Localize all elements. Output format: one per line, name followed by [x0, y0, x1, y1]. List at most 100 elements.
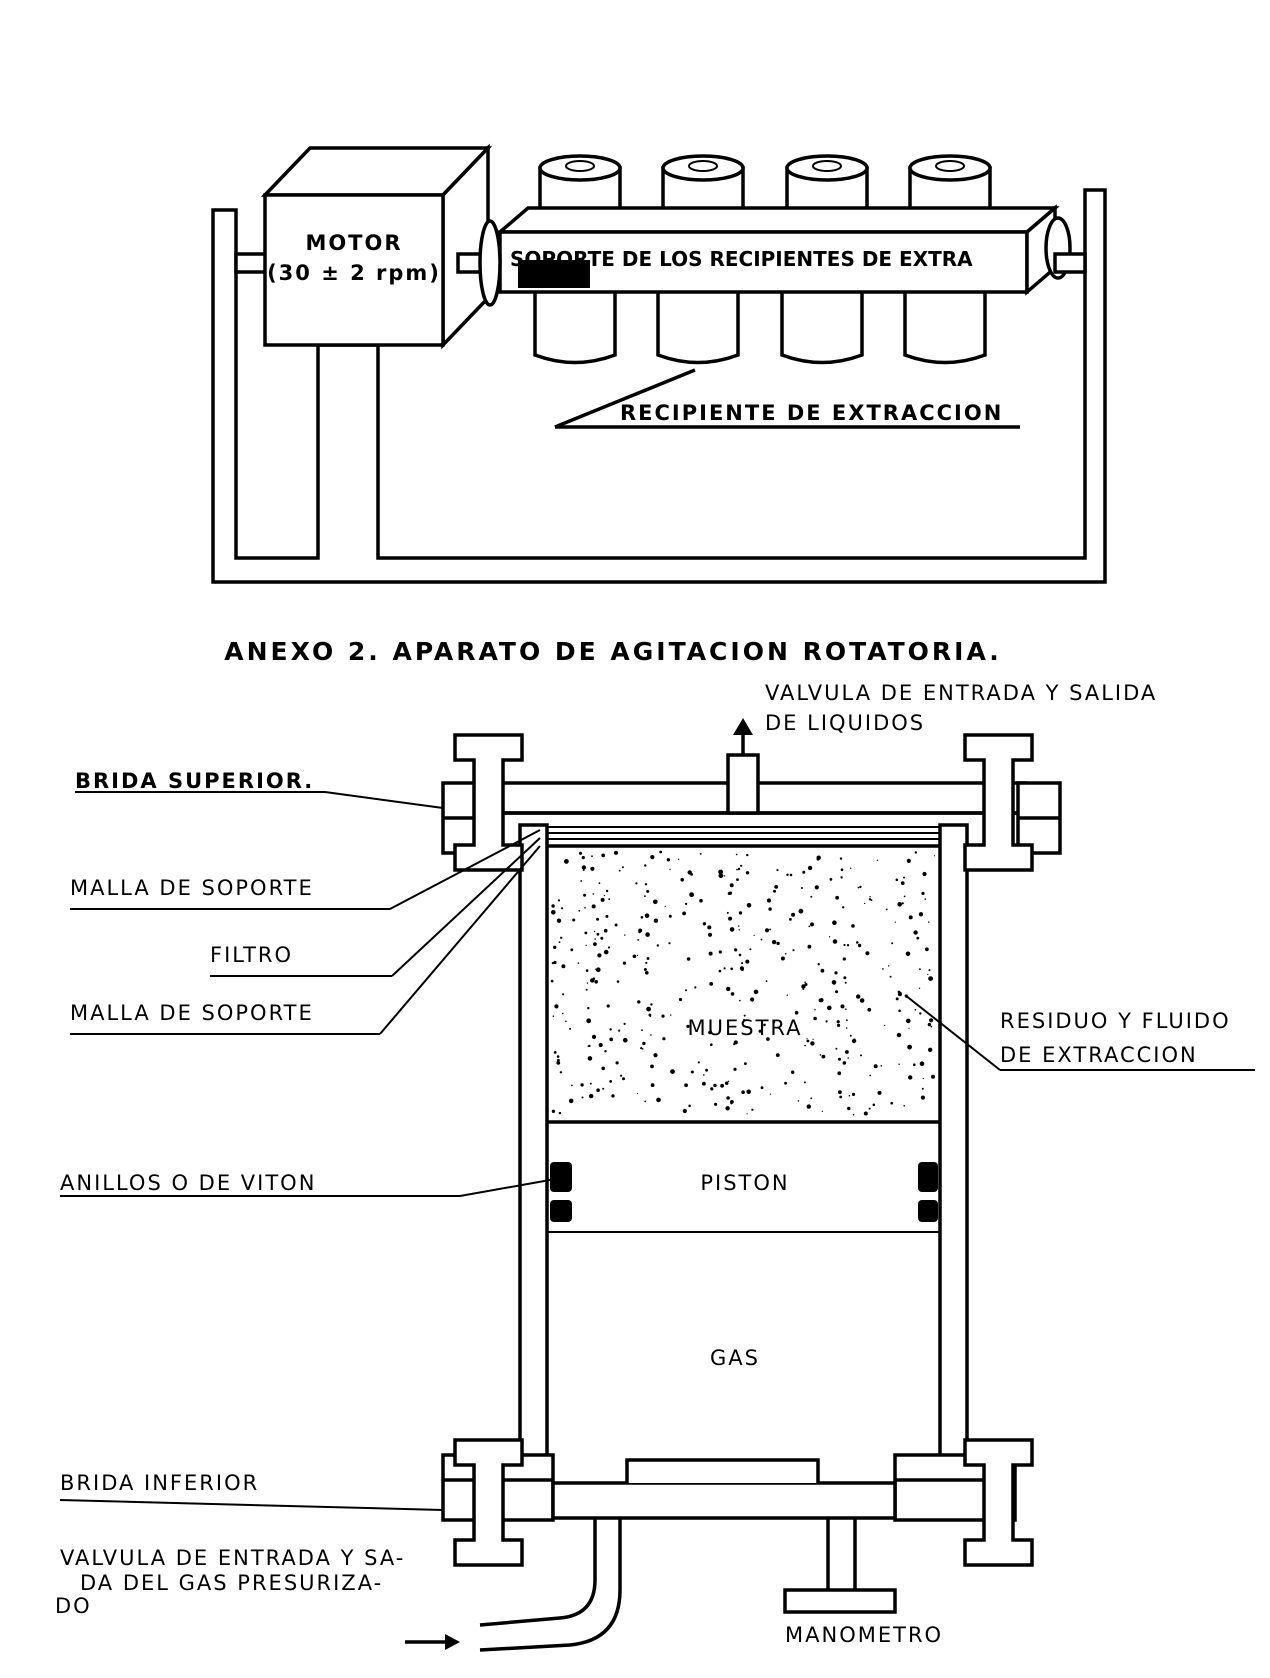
sample-speckle [919, 968, 921, 971]
sample-speckle [638, 930, 641, 934]
sample-speckle [869, 1074, 872, 1077]
sample-speckle [753, 989, 759, 995]
sample-speckle [642, 1041, 646, 1046]
sample-speckle [836, 1020, 840, 1024]
sample-speckle [887, 965, 890, 967]
sample-region: MUESTRA [547, 848, 940, 1124]
sample-speckle [734, 948, 738, 952]
sample-speckle [684, 902, 688, 906]
sample-speckle [554, 1004, 559, 1009]
sample-speckle [870, 899, 873, 901]
sample-speckle [664, 905, 666, 908]
sample-speckle [738, 925, 740, 927]
sample-speckle [640, 1047, 643, 1050]
sample-speckle [738, 911, 743, 915]
residuo-label-2: DE EXTRACCION [1000, 1043, 1198, 1067]
sample-speckle [745, 871, 750, 875]
sample-speckle [594, 980, 598, 984]
sample-speckle [857, 886, 860, 889]
top-valve-label-2: DE LIQUIDOS [765, 711, 925, 735]
sample-speckle [908, 915, 913, 920]
sample-speckle [728, 891, 732, 895]
sample-speckle [591, 855, 593, 858]
motor-rpm: (30 ± 2 rpm) [267, 261, 441, 285]
sample-speckle [564, 859, 569, 864]
sample-speckle [725, 1081, 729, 1085]
sample-speckle [839, 857, 843, 860]
sample-speckle [930, 1025, 933, 1028]
manometer-pipe [826, 1518, 857, 1590]
sample-speckle [814, 885, 819, 890]
left-bearing [478, 219, 502, 307]
sample-speckle [623, 1022, 626, 1025]
sample-speckle [668, 914, 672, 918]
sample-speckle [637, 1000, 641, 1004]
o-ring-left-top [550, 1162, 572, 1192]
sample-speckle [903, 876, 905, 879]
sample-speckle [846, 1019, 848, 1022]
label-dark-patch [518, 260, 590, 288]
sample-speckle [560, 936, 563, 939]
sample-speckle [842, 906, 845, 909]
sample-speckle [774, 885, 779, 889]
sample-speckle [586, 982, 589, 984]
sample-speckle [596, 1088, 600, 1092]
sample-speckle [645, 932, 650, 937]
sample-speckle [702, 922, 707, 926]
sample-speckle [551, 904, 555, 908]
sample-speckle [929, 1018, 934, 1023]
sample-speckle [838, 1057, 841, 1061]
sample-speckle [806, 1038, 808, 1040]
sample-speckle [931, 1074, 935, 1079]
sample-speckle [843, 943, 846, 947]
sample-speckle [743, 1014, 746, 1017]
sample-speckle [746, 903, 752, 908]
sample-speckle [718, 969, 722, 973]
sample-speckle [849, 1034, 852, 1037]
sample-speckle [592, 893, 595, 895]
sample-speckle [810, 895, 813, 898]
sample-speckle [644, 895, 646, 897]
sample-speckle [591, 1034, 597, 1039]
sample-speckle [798, 908, 804, 914]
sample-speckle [863, 1111, 868, 1116]
manometer-base [783, 1588, 897, 1614]
sample-speckle [873, 1064, 878, 1069]
sample-speckle [686, 957, 691, 961]
sample-speckle [807, 865, 813, 871]
sample-speckle [736, 878, 739, 881]
sample-speckle [804, 1044, 806, 1047]
sample-speckle [552, 1015, 555, 1017]
sample-speckle [919, 1012, 922, 1015]
sample-speckle [708, 951, 713, 956]
sample-speckle [746, 1089, 751, 1095]
sample-speckle [685, 989, 687, 992]
sample-speckle [666, 858, 671, 862]
top-valve-label-1: VALVULA DE ENTRADA Y SALIDA [765, 681, 1157, 705]
sample-speckle [791, 912, 796, 917]
sample-speckle [749, 948, 752, 951]
sample-speckle [789, 918, 792, 921]
sample-speckle [670, 1069, 675, 1074]
left-wall [518, 823, 549, 1467]
sample-speckle [921, 1087, 924, 1090]
sample-speckle [604, 1050, 607, 1053]
sample-speckle [773, 889, 776, 893]
sample-speckle [649, 1015, 652, 1018]
sample-speckle [840, 868, 844, 871]
sample-speckle [746, 1113, 748, 1115]
sample-speckle [908, 1027, 910, 1029]
sample-speckle [900, 881, 905, 885]
sample-speckle [746, 853, 749, 857]
sample-speckle [615, 1061, 619, 1065]
sample-speckle [828, 936, 831, 938]
sample-speckle [843, 976, 847, 980]
sample-speckle [860, 1054, 862, 1057]
sample-speckle [593, 930, 596, 933]
sample-speckle [831, 980, 837, 985]
sample-speckle [641, 1029, 643, 1031]
right-shaft [1053, 252, 1087, 274]
sample-speckle [557, 899, 561, 902]
sample-speckle [680, 878, 684, 882]
sample-speckle [842, 1061, 847, 1065]
